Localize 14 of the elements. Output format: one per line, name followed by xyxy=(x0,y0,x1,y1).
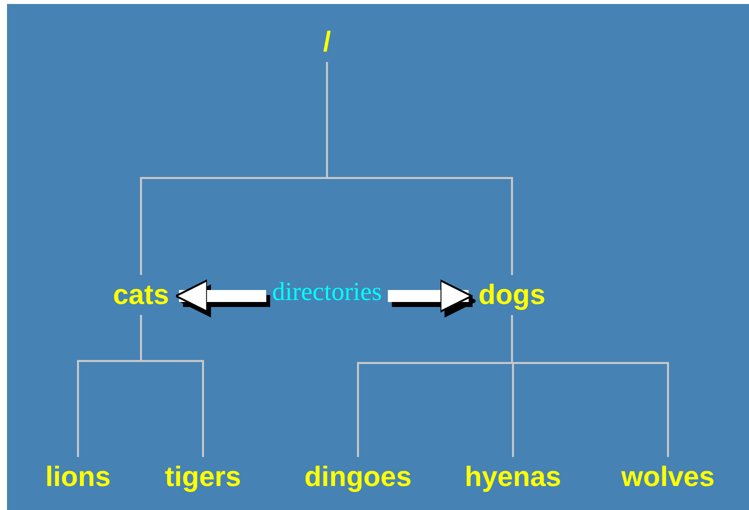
directory-label: lions xyxy=(35,457,121,497)
tree-line xyxy=(326,62,513,275)
block-arrow xyxy=(174,279,266,313)
directory-label: dogs xyxy=(468,275,556,315)
directory-label: cats xyxy=(102,275,180,315)
directory-label: wolves xyxy=(611,457,725,497)
tree-line xyxy=(511,315,669,457)
directory-label: hyenas xyxy=(454,457,572,497)
block-arrow xyxy=(388,279,473,313)
tree-line xyxy=(140,315,204,457)
root-directory-label: / xyxy=(313,22,341,62)
directory-label: tigers xyxy=(154,457,252,497)
directory-label: dingoes xyxy=(294,457,422,497)
directories-label: directories xyxy=(266,271,388,313)
